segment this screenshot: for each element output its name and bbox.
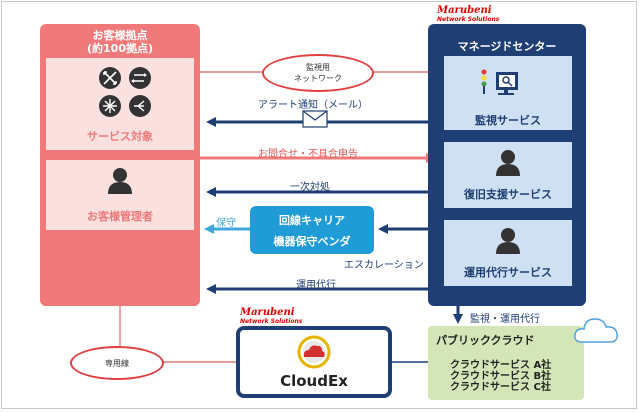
customer-admin-label: お客様管理者 [87, 210, 153, 223]
carrier-label: 回線キャリア [279, 214, 345, 227]
managed-center-title: マネージドセンター [457, 40, 557, 53]
cloud-service-a: クラウドサービス A社 [450, 360, 552, 371]
maintenance-label: 保守 [216, 218, 236, 229]
cloudex-logo-icon [297, 335, 331, 369]
service-target-box: サービス対象 [46, 58, 194, 150]
monitor-icon [496, 72, 518, 95]
first-response-label: 一次対処 [290, 182, 330, 193]
signal-light-icon [481, 69, 487, 94]
switch-icon [129, 67, 151, 89]
cloudex-box: CloudEx [236, 326, 392, 398]
public-cloud-box: パブリッククラウド クラウドサービス A社 クラウドサービス B社 クラウドサー… [428, 326, 584, 400]
person-icon [496, 150, 520, 176]
customer-sites-title: お客様拠点 [92, 29, 148, 42]
monitoring-network-oval: 監視用 ネットワーク [262, 54, 374, 92]
managed-center-panel: マネージドセンター 監視サービス [428, 24, 586, 306]
monitoring-service-label: 監視サービス [475, 114, 541, 127]
marubeni-logo-top: Marubeni Network Solutions [437, 5, 500, 24]
operation-service-label: 運用代行サービス [464, 266, 552, 279]
customer-sites-subtitle: (約100拠点) [86, 42, 154, 55]
recovery-service-box: 復旧支援サービス [444, 142, 572, 208]
public-cloud-title: パブリッククラウド [436, 334, 535, 347]
cloudex-logo-text: CloudEx [280, 372, 348, 390]
public-cloud-services: クラウドサービス A社 クラウドサービス B社 クラウドサービス C社 [450, 360, 551, 393]
recovery-service-label: 復旧支援サービス [464, 188, 552, 201]
brand-name: Marubeni [437, 5, 492, 16]
alert-label: アラート通知（メール） [258, 100, 368, 111]
router-icon [99, 67, 121, 89]
person-icon [108, 168, 132, 194]
person-icon [496, 228, 520, 254]
escalation-label: エスカレーション [344, 260, 424, 271]
operation-label: 運用代行 [296, 280, 336, 291]
brand-name: Marubeni [240, 307, 295, 318]
dedicated-line-oval: 専用線 [70, 346, 164, 380]
marubeni-logo-bottom: Marubeni Network Solutions [240, 307, 303, 326]
carrier-vendor-box: 回線キャリア 機器保守ベンダ [250, 206, 374, 254]
cloud-service-b: クラウドサービス B社 [450, 371, 552, 382]
hub-icon [99, 95, 121, 117]
splitter-icon [129, 95, 151, 117]
customer-sites-panel: お客様拠点 (約100拠点) [40, 24, 200, 306]
brand-sub: Network Solutions [240, 318, 303, 325]
inquiry-label: お問合せ・不具合申告 [258, 149, 358, 160]
cloud-icon [574, 318, 618, 343]
mail-icon [302, 110, 328, 128]
monitoring-service-box: 監視サービス [444, 56, 572, 130]
cloud-service-c: クラウドサービス C社 [450, 382, 551, 393]
operation-service-box: 運用代行サービス [444, 220, 572, 286]
monitoring-operation-label: 監視・運用代行 [470, 314, 540, 325]
customer-admin-box: お客様管理者 [46, 160, 194, 230]
service-target-label: サービス対象 [87, 130, 153, 143]
vendor-label: 機器保守ベンダ [273, 235, 351, 248]
brand-sub: Network Solutions [437, 16, 500, 23]
